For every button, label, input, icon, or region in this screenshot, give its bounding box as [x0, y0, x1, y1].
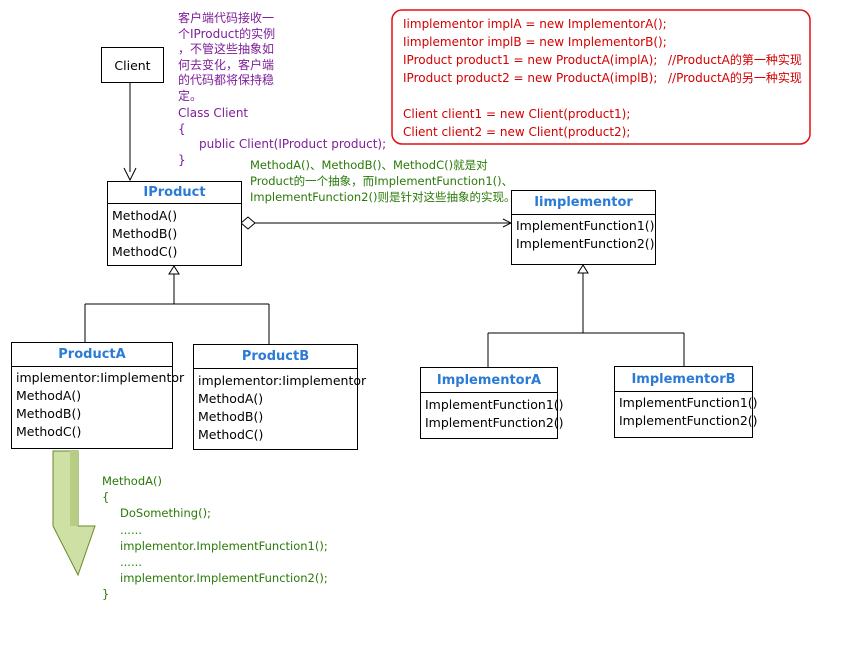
- product-a-method: MethodB(): [16, 406, 82, 421]
- method-code-block-arrow-shade: [70, 451, 78, 526]
- method-code-line: }: [102, 587, 110, 602]
- product-b-method: MethodB(): [198, 409, 264, 424]
- code-box-line: IProduct product2 = new ProductA(implB);…: [403, 69, 802, 87]
- product-a-class: ProductA implementor:Iimplementor Method…: [11, 342, 185, 449]
- iimplementor-title: Iimplementor: [512, 191, 655, 215]
- bridge-note-line: MethodA()、MethodB()、MethodC()就是对: [250, 158, 488, 172]
- client-note-line: 定。: [178, 88, 203, 103]
- code-box-comment: //ProductA的第一种实现: [668, 53, 802, 67]
- implementor-a-title: ImplementorA: [421, 368, 557, 393]
- method-code-line: MethodA(): [102, 474, 162, 488]
- bridge-note-line: Product的一个抽象，而ImplementFunction1()、: [250, 174, 514, 189]
- code-box-statement: IProduct product2 = new ProductA(implB);: [403, 71, 658, 85]
- code-box-line: Iimplementor implB = new ImplementorB();: [403, 35, 667, 49]
- client-note-code-line: {: [178, 121, 186, 136]
- product-a-field: implementor:Iimplementor: [16, 370, 185, 385]
- client-box: Client: [101, 47, 164, 83]
- iimplementor-method: ImplementFunction2(): [516, 236, 655, 251]
- client-dependency-arrowhead: [123, 167, 137, 182]
- client-note-line: 何去变化，客户端: [178, 57, 275, 72]
- client-label: Client: [114, 57, 151, 73]
- iimplementor-class: Iimplementor ImplementFunction1() Implem…: [511, 190, 656, 265]
- client-note-code-line: public Client(IProduct product);: [199, 137, 387, 151]
- client-note-code-line: }: [178, 152, 186, 167]
- method-code-line: {: [102, 490, 110, 505]
- code-box-statement: IProduct product1 = new ProductA(implA);: [403, 53, 658, 67]
- code-box-line: Client client1 = new Client(product1);: [403, 107, 631, 121]
- method-code-line: ......: [120, 522, 142, 537]
- iproduct-method: MethodB(): [112, 226, 178, 241]
- code-box-frame: [391, 9, 811, 145]
- iproduct-title: IProduct: [108, 182, 241, 204]
- client-note-code-line: Class Client: [178, 106, 249, 120]
- implementor-b-class: ImplementorB ImplementFunction1() Implem…: [614, 366, 758, 438]
- implementor-b-method: ImplementFunction2(): [619, 413, 758, 428]
- implementor-a-class: ImplementorA ImplementFunction1() Implem…: [420, 367, 564, 439]
- bridge-note: MethodA()、MethodB()、MethodC()就是对 Product…: [250, 157, 515, 206]
- product-a-method: MethodA(): [16, 388, 82, 403]
- iproduct-inheritance-triangle: [168, 265, 180, 275]
- method-code-line: implementor.ImplementFunction2();: [120, 571, 328, 586]
- method-code: MethodA() { DoSomething(); ...... implem…: [102, 473, 328, 603]
- product-a-method: MethodC(): [16, 424, 82, 439]
- product-b-title: ProductB: [194, 345, 357, 369]
- product-b-class: ProductB implementor:Iimplementor Method…: [193, 344, 367, 450]
- product-a-title: ProductA: [12, 343, 172, 367]
- iimplementor-inheritance-triangle: [577, 264, 589, 274]
- code-box-line: IProduct product1 = new ProductA(implA);…: [403, 51, 802, 69]
- client-note-line: 个IProduct的实例: [178, 26, 276, 41]
- method-code-line: implementor.ImplementFunction1();: [120, 538, 328, 553]
- code-box-blank-line: [403, 87, 667, 105]
- implementor-a-method: ImplementFunction2(): [425, 415, 564, 430]
- iproduct-method: MethodC(): [112, 244, 178, 259]
- code-box-line: Client client2 = new Client(product2);: [403, 125, 631, 139]
- aggregation-diamond: [240, 216, 256, 230]
- code-box: Iimplementor implA = new ImplementorA();…: [403, 15, 802, 141]
- iproduct-class: IProduct MethodA() MethodB() MethodC(): [107, 181, 242, 266]
- client-note-line: 的代码都将保持稳: [178, 73, 275, 87]
- client-note-line: ，不管这些抽象如: [178, 42, 275, 56]
- bridge-note-line: ImplementFunction2()则是针对这些抽象的实现。: [250, 190, 516, 205]
- iproduct-method: MethodA(): [112, 208, 178, 223]
- implementor-b-title: ImplementorB: [615, 367, 752, 392]
- method-code-line: ......: [120, 555, 142, 570]
- method-code-line: DoSomething();: [120, 506, 211, 521]
- client-note: 客户端代码接收一 个IProduct的实例 ，不管这些抽象如 何去变化，客户端 …: [178, 11, 386, 168]
- product-b-method: MethodC(): [198, 427, 264, 442]
- code-box-comment: //ProductA的另一种实现: [668, 71, 802, 85]
- code-box-line: Iimplementor implA = new ImplementorA();: [403, 17, 667, 31]
- implementor-a-method: ImplementFunction1(): [425, 397, 564, 412]
- implementor-b-method: ImplementFunction1(): [619, 395, 758, 410]
- client-note-line: 客户端代码接收一: [178, 11, 275, 25]
- iimplementor-method: ImplementFunction1(): [516, 218, 655, 233]
- product-b-method: MethodA(): [198, 391, 264, 406]
- product-b-field: implementor:Iimplementor: [198, 373, 367, 388]
